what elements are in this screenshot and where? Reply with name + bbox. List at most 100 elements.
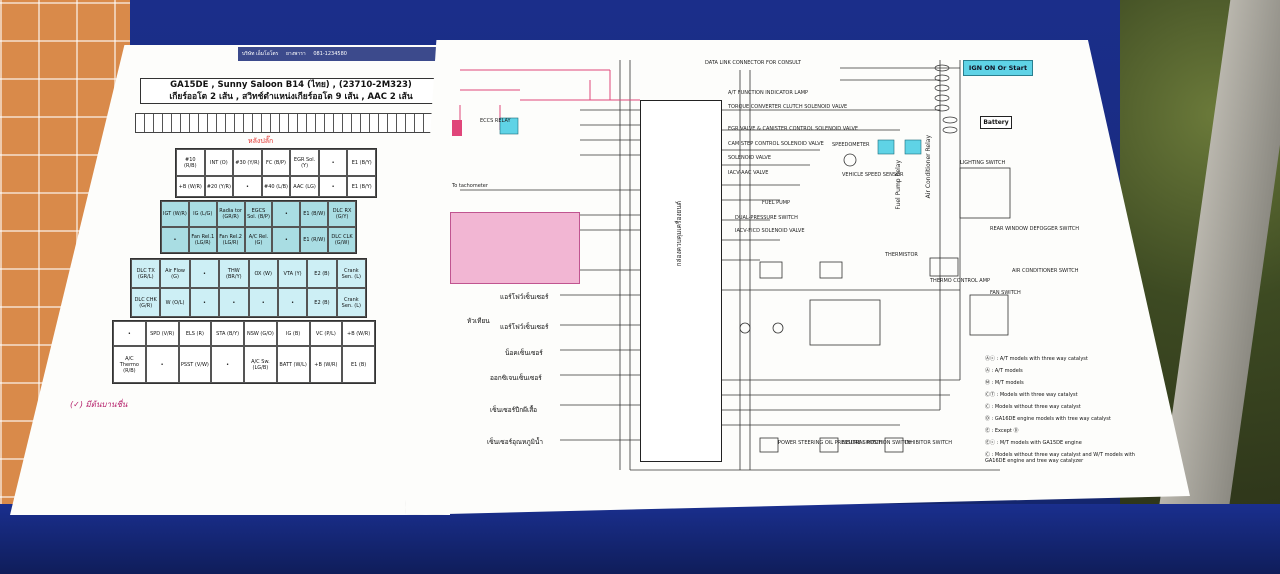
pin-cell: Crank Sen. (L) [336, 288, 366, 317]
pin-cell: #20 (Y/R) [204, 176, 234, 197]
pin-cell: • [272, 201, 301, 227]
pin-cell: • [189, 259, 220, 288]
pin-cell: +B (W/R) [309, 346, 343, 383]
dual-pressure-label: DUAL-PRESSURE SWITCH [735, 215, 798, 221]
pin-cell: • [189, 288, 220, 317]
pin-cell: • [277, 288, 308, 317]
ac-switch-label: AIR CONDITIONER SWITCH [1012, 268, 1079, 274]
pinout-grid-2: IGT (W/R)IG (L/G)Radia tor (GR/R)EGCS So… [160, 200, 357, 254]
cam-step-label: CAM STEP CONTROL SOLENOID VALVE [728, 141, 824, 147]
pin-cell: E2 (B) [307, 259, 337, 288]
pin-cell: • [211, 346, 244, 383]
tachometer-label: To tachometer [452, 183, 488, 189]
pin-cell: Air Flow (G) [160, 259, 190, 288]
torque-converter-label: TORQUE CONVERTER CLUTCH SOLENOID VALVE [728, 104, 848, 110]
pin-cell: E1 (B) [342, 346, 375, 383]
pin-cell: NSW (G/O) [244, 321, 277, 346]
battery-label: Battery [980, 116, 1012, 129]
pinout-grid-1: #10 (R/B)INT (O)#30 (Y/R)FC (B/P)EGR Sol… [175, 148, 377, 198]
pin-cell: DLC CLK (G/W) [328, 227, 356, 253]
pin-cell: E1 (B/W) [300, 201, 329, 227]
pin-cell: +B (W/R) [342, 321, 375, 346]
pin-cell: Fan Rel.2 (LG/R) [216, 227, 245, 253]
egr-valve-label: EGR VALVE & CANISTER CONTROL SOLENOID VA… [728, 126, 859, 132]
pin-cell: E1 (B/Y) [347, 149, 376, 176]
oxygen-sensor-label: ออกซิเจนเซ็นเซอร์ [490, 374, 542, 382]
pin-cell: EGR Sol. (Y) [290, 149, 319, 176]
pin-cell: IGT (W/R) [161, 201, 189, 227]
inhibitor-switch-label: INHIBITOR SWITCH [905, 440, 953, 446]
pin-cell: Radia tor (GR/R) [216, 201, 245, 227]
airflow-sensor-label-1: แอร์โฟว์เซ็นเซอร์ [500, 293, 549, 301]
legend-item: Ⓔ : Except Ⓓ [985, 428, 1019, 434]
handwritten-note: (✓) มีต้นบานชื่น [70, 400, 128, 409]
pin-cell: INT (O) [204, 149, 234, 176]
pin-cell: +B (W/R) [176, 176, 205, 197]
legend-item: Ⓓ : GA16DE engine models with tree way c… [985, 416, 1111, 422]
pin-cell: • [161, 227, 189, 253]
pin-cell: A/C Sw. (LG/B) [244, 346, 277, 383]
fan-switch-label: FAN SWITCH [990, 290, 1021, 296]
pin-cell: BATT (W/L) [276, 346, 310, 383]
pin-cell: IG (B) [276, 321, 310, 346]
pin-cell: Fan Rel.1 (LG/R) [188, 227, 217, 253]
pin-cell: DLC RX (G/Y) [328, 201, 356, 227]
iacv-ficd-label: IACV-FICD SOLENOID VALVE [735, 228, 805, 234]
pin-cell: • [145, 346, 179, 383]
ignition-coil-zone [450, 212, 580, 284]
ign-on-label: IGN ON Or Start [963, 60, 1033, 76]
thermistor-label: THERMISTOR [885, 252, 918, 258]
fuel-pump-label: FUEL PUMP [762, 200, 791, 206]
pinout-grid-4: •SPD (V/R)ELS (R)STA (B/Y)NSW (G/O)IG (B… [112, 320, 376, 384]
diagram-legend: Ⓐⓒ : A/T models with three way catalyst … [985, 356, 1135, 470]
ecu-title-box: GA15DE , Sunny Saloon B14 (ไทย) , (23710… [140, 78, 442, 104]
pin-cell: • [248, 288, 278, 317]
legend-item: Ⓔⓒ : M/T models with GA15DE engine [985, 440, 1082, 446]
legend-item: Ⓒ : Models without three way catalyst an… [985, 452, 1135, 464]
rear-defogger-label: REAR WINDOW DEFOGGER SWITCH [990, 226, 1079, 232]
pin-cell: DLC TX (GR/L) [131, 259, 161, 288]
vss-label: VEHICLE SPEED SENSOR [842, 172, 904, 178]
pin-cell: IG (L/G) [188, 201, 217, 227]
pin-cell: A/C Rel. (G) [244, 227, 273, 253]
pin-cell: DLC CHK (G/R) [131, 288, 161, 317]
pin-cell: W (O/L) [160, 288, 190, 317]
legend-item: ⒸⓉ : Models with three way catalyst [985, 392, 1078, 398]
data-link-label: DATA LINK CONNECTOR FOR CONSULT [705, 60, 801, 66]
ecm-box: กล่องควบคุมเครื่องยนต์ [640, 100, 722, 462]
ac-relay-label: Air Conditioner Relay [925, 135, 932, 199]
solenoid-valve-label: SOLENOID VALVE [728, 155, 771, 161]
pin-cell: STA (B/Y) [211, 321, 244, 346]
pin-cell: E1 (B/Y) [347, 176, 376, 197]
pin-cell: VTA (Y) [277, 259, 308, 288]
ecu-title: GA15DE , Sunny Saloon B14 (ไทย) , (23710… [170, 80, 412, 90]
pin-cell: E2 (B) [307, 288, 337, 317]
knock-sensor-label: น็อคเซ็นเซอร์ [505, 349, 543, 357]
neutral-switch-label: NEUTRAL POSITION SWITCH [842, 440, 912, 446]
pin-cell: #30 (Y/R) [233, 149, 262, 176]
pin-cell: VC (P/L) [309, 321, 343, 346]
coolant-temp-sensor-label: เซ็นเซอร์อุณหภูมิน้ำ [487, 438, 543, 446]
legend-item: Ⓐⓒ : A/T models with three way catalyst [985, 356, 1088, 362]
pin-cell: EGCS Sol. (B/P) [244, 201, 273, 227]
pin-cell: A/C Thermo (R/B) [113, 346, 146, 383]
table-edge [0, 504, 1280, 574]
pinout-grid-3: DLC TX (GR/L)Air Flow (G)•THW (BR/Y)OX (… [130, 258, 367, 318]
ecu-subtitle: เกียร์ออโต 2 เส้น , สวิทช์ตำแหน่งเกียร์อ… [169, 92, 413, 102]
pin-cell: • [113, 321, 146, 346]
pin-cell: SPD (V/R) [145, 321, 179, 346]
airflow-sensor-label-2: แอร์โฟว์เซ็นเซอร์ [500, 323, 549, 331]
pin-cell: • [318, 149, 348, 176]
pin-cell: • [219, 288, 249, 317]
legend-item: Ⓜ : M/T models [985, 380, 1024, 386]
pin-cell: ELS (R) [178, 321, 212, 346]
header-bar: บริษัท เอ็มโอโตร ยางพารา 081-1234580 [238, 47, 442, 61]
header-phone: 081-1234580 [313, 51, 347, 57]
ecm-label: กล่องควบคุมเครื่องยนต์ [675, 201, 683, 267]
pin-cell: • [233, 176, 262, 197]
pins-label: หลังปลั๊ก [248, 137, 274, 145]
pin-cell: PSST (V/W) [178, 346, 212, 383]
pin-cell: THW (BR/Y) [219, 259, 249, 288]
pin-cell: AAC (LG) [290, 176, 319, 197]
